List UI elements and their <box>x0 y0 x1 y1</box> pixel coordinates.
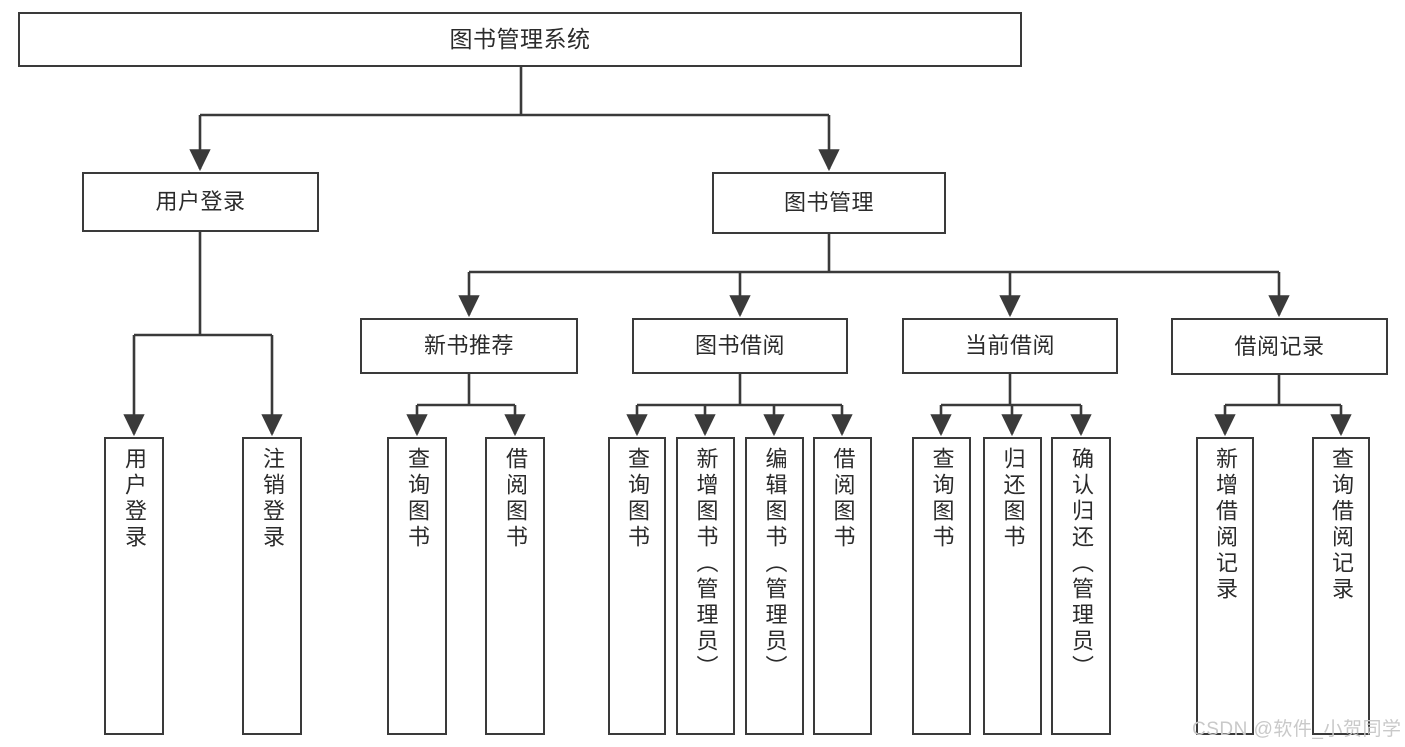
leaf-borrow-book-2[interactable]: 借阅图书 <box>813 437 872 735</box>
leaf-query-book-3[interactable]: 查询图书 <box>912 437 971 735</box>
leaf-add-book[interactable]: 新增图书（管理员） <box>676 437 735 735</box>
leaf-edit-book-label: 编辑图书（管理员） <box>762 447 788 681</box>
leaf-user-login[interactable]: 用户登录 <box>104 437 164 735</box>
leaf-borrow-book-1-label: 借阅图书 <box>503 447 528 551</box>
leaf-return-book[interactable]: 归还图书 <box>983 437 1042 735</box>
node-current-borrow-label: 当前借阅 <box>964 333 1055 359</box>
leaf-query-record-label: 查询借阅记录 <box>1329 447 1354 603</box>
leaf-query-book-2-label: 查询图书 <box>625 447 650 551</box>
leaf-query-book-3-label: 查询图书 <box>929 447 955 551</box>
leaf-query-record[interactable]: 查询借阅记录 <box>1312 437 1370 735</box>
leaf-confirm-return[interactable]: 确认归还（管理员） <box>1051 437 1111 735</box>
leaf-query-book-1[interactable]: 查询图书 <box>387 437 447 735</box>
csdn-watermark: CSDN @软件_小贺同学 <box>1192 719 1402 740</box>
node-user-login-label: 用户登录 <box>155 189 246 215</box>
leaf-borrow-book-2-label: 借阅图书 <box>830 447 856 551</box>
leaf-logout-login[interactable]: 注销登录 <box>242 437 302 735</box>
leaf-add-record[interactable]: 新增借阅记录 <box>1196 437 1254 735</box>
leaf-edit-book[interactable]: 编辑图书（管理员） <box>745 437 804 735</box>
node-book-manage[interactable]: 图书管理 <box>712 172 946 234</box>
leaf-query-book-1-label: 查询图书 <box>405 447 430 551</box>
leaf-return-book-label: 归还图书 <box>1000 447 1026 551</box>
leaf-add-book-label: 新增图书（管理员） <box>693 447 719 681</box>
node-user-login[interactable]: 用户登录 <box>82 172 319 232</box>
node-book-manage-label: 图书管理 <box>783 190 874 216</box>
node-borrow-record[interactable]: 借阅记录 <box>1171 318 1388 375</box>
node-new-book-recommend-label: 新书推荐 <box>423 333 514 359</box>
node-new-book-recommend[interactable]: 新书推荐 <box>360 318 578 374</box>
node-borrow-record-label: 借阅记录 <box>1234 333 1325 359</box>
node-current-borrow[interactable]: 当前借阅 <box>902 318 1118 374</box>
leaf-query-book-2[interactable]: 查询图书 <box>608 437 666 735</box>
leaf-add-record-label: 新增借阅记录 <box>1213 447 1238 603</box>
leaf-borrow-book-1[interactable]: 借阅图书 <box>485 437 545 735</box>
node-root-label: 图书管理系统 <box>449 25 591 52</box>
leaf-logout-login-label: 注销登录 <box>260 447 285 551</box>
node-root[interactable]: 图书管理系统 <box>18 12 1022 67</box>
leaf-confirm-return-label: 确认归还（管理员） <box>1069 447 1094 681</box>
node-book-borrow-label: 图书借阅 <box>694 333 785 359</box>
node-book-borrow[interactable]: 图书借阅 <box>632 318 848 374</box>
leaf-user-login-label: 用户登录 <box>122 447 147 551</box>
